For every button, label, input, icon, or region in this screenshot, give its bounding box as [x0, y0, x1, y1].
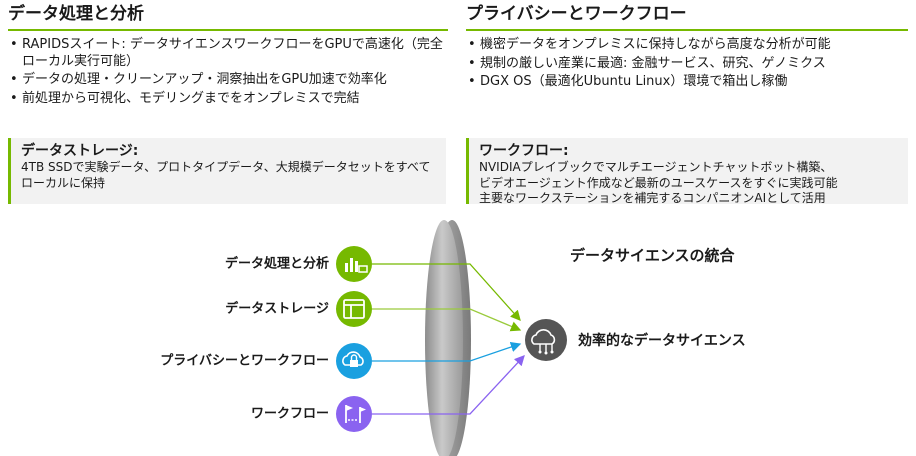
left-section: データ処理と分析 RAPIDSスイート: データサイエンスワークフローをGPUで…	[8, 0, 448, 109]
left-bullet-2: データの処理・クリーンアップ・洞察抽出をGPU加速で効率化	[8, 72, 448, 89]
analytics-chart-icon	[336, 246, 372, 282]
storage-callout-title: データストレージ:	[21, 143, 139, 159]
storage-window-icon	[336, 291, 372, 327]
right-bullet-3: DGX OS（最適化Ubuntu Linux）環境で箱出し稼働	[466, 74, 908, 91]
connector-analytics	[372, 263, 521, 321]
lens-shape	[425, 220, 471, 456]
right-bullet-1: 機密データをオンプレミスに保持しながら高度な分析が可能	[466, 37, 908, 54]
workflow-callout-title: ワークフロー:	[479, 143, 569, 159]
input-label-workflow: ワークフロー	[251, 407, 329, 422]
right-section: プライバシーとワークフロー 機密データをオンプレミスに保持しながら高度な分析が可…	[466, 0, 908, 93]
connector-workflow	[372, 355, 525, 415]
workflow-callout-line-1: NVIDIAプレイブックでマルチエージェントチャットボット構築、	[479, 160, 833, 174]
connector-privacy	[372, 342, 522, 362]
right-bullet-2: 規制の厳しい産業に最適: 金融サービス、研究、ゲノミクス	[466, 56, 908, 73]
left-bullet-1: RAPIDSスイート: データサイエンスワークフローをGPUで高速化（完全ローカ…	[8, 37, 448, 70]
workflow-flags-icon	[336, 396, 372, 432]
workflow-callout: ワークフロー: NVIDIAプレイブックでマルチエージェントチャットボット構築、…	[466, 138, 908, 205]
input-label-storage: データストレージ	[225, 301, 329, 317]
left-heading: データ処理と分析	[8, 4, 144, 24]
left-heading-rule	[8, 29, 448, 31]
input-label-analytics: データ処理と分析	[225, 256, 329, 272]
diagram-title: データサイエンスの統合	[570, 247, 736, 265]
right-heading: プライバシーとワークフロー	[466, 4, 687, 24]
connector-storage	[372, 308, 522, 332]
right-bullet-list: 機密データをオンプレミスに保持しながら高度な分析が可能 規制の厳しい産業に最適:…	[466, 37, 908, 91]
workflow-callout-line-2: ビデオエージェント作成など最新のユースケースをすぐに実践可能	[479, 175, 838, 190]
cloud-lock-icon	[336, 343, 372, 379]
storage-callout-body: 4TB SSDで実験データ、プロトタイプデータ、大規模データセットをすべてローカ…	[21, 160, 431, 190]
left-bullet-3: 前処理から可視化、モデリングまでをオンプレミスで完結	[8, 91, 448, 108]
workflow-callout-line-3: 主要なワークステーションを補完するコンパニオンAIとして活用	[479, 191, 826, 205]
right-heading-rule	[466, 29, 908, 31]
cloud-circuit-icon	[525, 319, 567, 361]
storage-callout: データストレージ: 4TB SSDで実験データ、プロトタイプデータ、大規模データ…	[8, 138, 446, 204]
input-label-privacy: プライバシーとワークフロー	[160, 354, 329, 369]
left-bullet-list: RAPIDSスイート: データサイエンスワークフローをGPUで高速化（完全ローカ…	[8, 37, 448, 107]
output-label: 効率的なデータサイエンス	[578, 332, 746, 349]
